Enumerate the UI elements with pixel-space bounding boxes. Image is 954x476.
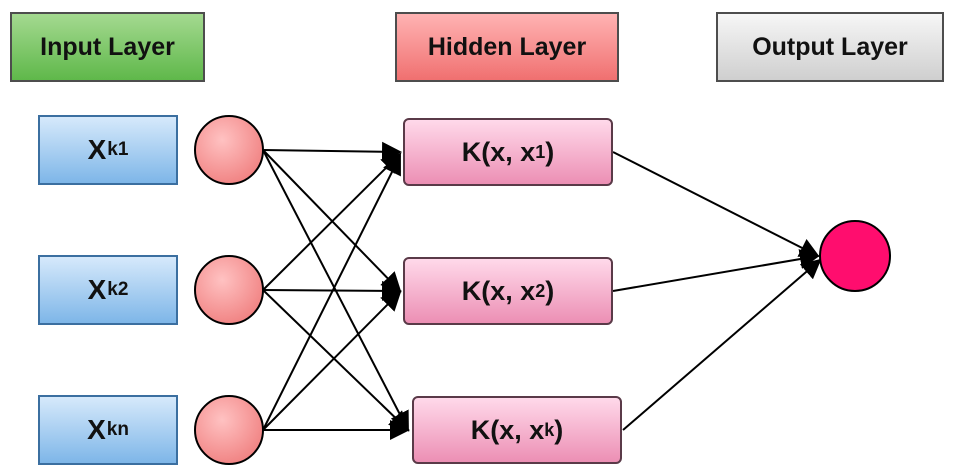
output-node	[819, 220, 891, 292]
kernel-prefix-2: K(x, x	[461, 275, 536, 306]
edge-k1-out	[612, 151, 820, 257]
input-base-3: X	[87, 414, 106, 445]
hidden-layer-header: Hidden Layer	[395, 12, 619, 82]
edge-in3-k2	[262, 290, 402, 431]
input-layer-label: Input Layer	[40, 32, 175, 61]
edge-k2-out	[612, 249, 820, 292]
kernel-prefix-3: K(x, x	[470, 414, 545, 445]
input-node-3	[194, 395, 264, 465]
input-node-1	[194, 115, 264, 185]
edge-k3-out	[622, 258, 822, 431]
kernel-prefix-1: K(x, x	[461, 136, 536, 167]
kernel-suffix-3: )	[554, 414, 564, 445]
edge-in2-k3	[262, 289, 410, 432]
edge-in2-k1	[262, 152, 402, 291]
input-sub-3: kn	[106, 419, 129, 440]
kernel-suffix-1: )	[545, 136, 555, 167]
input-base-1: X	[87, 134, 107, 165]
input-sub-2: k2	[107, 279, 129, 300]
output-layer-label: Output Layer	[752, 32, 908, 61]
edge-in2-k2	[262, 280, 402, 301]
input-layer-header: Input Layer	[10, 12, 205, 82]
input-node-2	[194, 255, 264, 325]
input-sub-1: k1	[107, 139, 129, 160]
edge-in3-k1	[262, 154, 401, 431]
kernel-sub-3: k	[544, 419, 555, 440]
kernel-sub-1: 1	[535, 141, 546, 162]
hidden-layer-label: Hidden Layer	[427, 32, 587, 61]
kernel-sub-2: 2	[535, 280, 546, 301]
edge-in1-k2	[262, 149, 402, 293]
edge-in1-k1	[262, 141, 402, 162]
output-layer-header: Output Layer	[716, 12, 944, 82]
kernel-suffix-2: )	[545, 275, 555, 306]
input-base-2: X	[87, 274, 107, 305]
